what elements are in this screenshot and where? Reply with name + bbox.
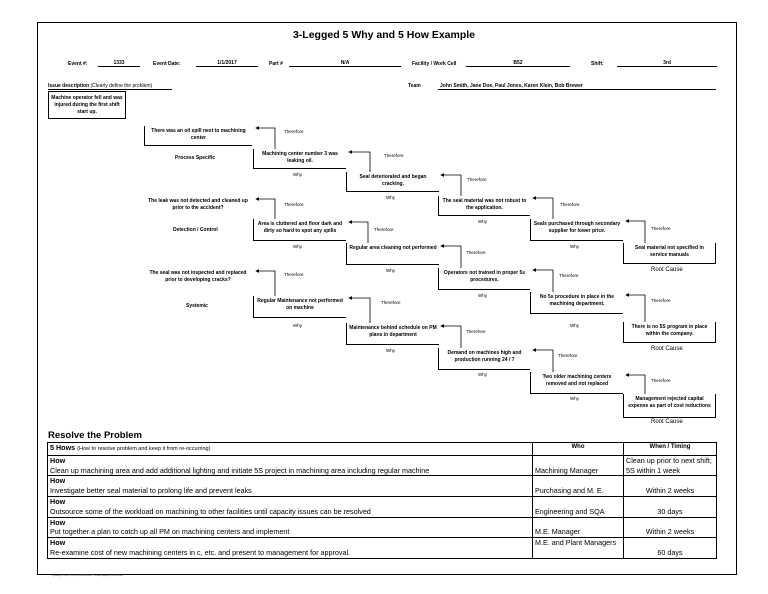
therefore-label: Therefore xyxy=(558,353,578,358)
issue-description-label: Issue description (Clearly define the pr… xyxy=(48,83,153,89)
why-detection-6: There is no 5S program in place within t… xyxy=(623,322,716,343)
why-detection-1: The leak was not detected and cleaned up… xyxy=(144,196,252,216)
why-detection-2: Area is cluttered and floor dark and dir… xyxy=(253,219,346,241)
why-label: Why xyxy=(478,372,487,377)
team-label: Team xyxy=(408,83,421,89)
why-label: Why xyxy=(386,348,395,353)
why-label: Why xyxy=(293,244,302,249)
shift-value: 3rd xyxy=(617,60,717,67)
why-process-1: There was an oil spill next to machining… xyxy=(144,126,252,146)
facility-label: Facility / Work Cell xyxy=(412,61,457,67)
when-cell: 60 days xyxy=(623,537,717,559)
therefore-label: Therefore xyxy=(384,153,404,158)
who-header: Who xyxy=(532,442,624,456)
event-date-label: Event Date: xyxy=(153,61,181,67)
hows-header: 5 Hows (How to resolve problem and keep … xyxy=(47,442,533,456)
therefore-label: Therefore xyxy=(381,300,401,305)
why-process-6: Seal material not specified in service m… xyxy=(623,243,716,264)
therefore-label: Therefore xyxy=(467,177,487,182)
document-frame xyxy=(37,22,737,575)
therefore-label: Therefore xyxy=(374,227,394,232)
who-cell: M.E. and Plant Managers xyxy=(532,537,624,559)
why-systemic-2: Regular Maintenance not performed on mac… xyxy=(253,296,346,318)
why-systemic-1: The seal was not inspected and replaced … xyxy=(144,268,252,288)
why-systemic-5: Two older machining centers removed and … xyxy=(530,372,623,394)
why-systemic-6: Management rejected capital expense as p… xyxy=(623,394,716,418)
why-detection-4: Operators not trained in proper 5s proce… xyxy=(438,268,530,290)
why-systemic-3: Maintenance behind schedule on PM plans … xyxy=(346,323,439,345)
when-cell: 30 days xyxy=(623,495,717,518)
why-process-4: The seal material was not robust to the … xyxy=(438,196,530,216)
why-detection-3: Regular area cleaning not performed xyxy=(346,243,439,265)
who-cell: Purchasing and M. E. xyxy=(532,475,624,497)
resolve-section-title: Resolve the Problem xyxy=(48,430,142,441)
when-cell: Within 2 weeks xyxy=(623,475,717,497)
event-number-value: 1333 xyxy=(98,60,140,67)
therefore-label: Therefore xyxy=(284,202,304,207)
when-cell: Within 2 weeks xyxy=(623,516,717,539)
footer-text: Quality-One (1-248) 280-4800 / www.quali… xyxy=(52,573,123,577)
five-hows-table: 5 Hows (How to resolve problem and keep … xyxy=(47,442,717,559)
why-label: Why xyxy=(293,172,302,177)
why-label: Why xyxy=(478,293,487,298)
why-process-3: Seal deteriorated and began cracking. xyxy=(346,172,439,192)
shift-label: Shift: xyxy=(591,61,604,67)
therefore-label: Therefore xyxy=(284,129,304,134)
why-process-2: Machining center number 3 was leaking oi… xyxy=(253,149,346,169)
why-detection-5: No 5s procedure in place in the machinin… xyxy=(530,292,623,314)
why-label: Why xyxy=(570,244,579,249)
root-cause-label: Root Cause xyxy=(651,419,683,425)
facility-value: B52 xyxy=(466,60,570,67)
why-label: Why xyxy=(570,396,579,401)
team-members: John Smith, Jane Doe, Paul Jones, Karen … xyxy=(440,83,583,89)
category-process-specific: Process Specific xyxy=(175,155,216,161)
who-cell: Machining Manager xyxy=(532,454,624,477)
why-label: Why xyxy=(386,268,395,273)
why-process-5: Seals purchased through secondary suppli… xyxy=(530,219,623,241)
table-header-row: 5 Hows (How to resolve problem and keep … xyxy=(47,442,717,456)
therefore-label: Therefore xyxy=(651,226,671,231)
therefore-label: Therefore xyxy=(559,273,579,278)
therefore-label: Therefore xyxy=(466,329,486,334)
when-header: When / Timing xyxy=(623,442,717,456)
page-title: 3-Legged 5 Why and 5 How Example xyxy=(292,29,476,41)
part-label: Part # xyxy=(269,61,283,67)
why-label: Why xyxy=(386,195,395,200)
who-cell: M.E. Manager xyxy=(532,516,624,539)
category-systemic: Systemic xyxy=(186,303,208,309)
therefore-label: Therefore xyxy=(466,250,486,255)
part-value: N/A xyxy=(289,60,401,67)
event-date-value: 1/1/2017 xyxy=(196,60,258,67)
therefore-label: Therefore xyxy=(560,202,580,207)
why-label: Why xyxy=(570,323,579,328)
why-label: Why xyxy=(293,323,302,328)
who-cell: Engineering and SQA xyxy=(532,495,624,518)
why-label: Why xyxy=(478,219,487,224)
root-cause-label: Root Cause xyxy=(651,267,683,273)
therefore-label: Therefore xyxy=(284,272,304,277)
event-number-label: Event #: xyxy=(68,61,88,67)
therefore-label: Therefore xyxy=(651,378,671,383)
root-cause-label: Root Cause xyxy=(651,346,683,352)
category-detection-control: Detection / Control xyxy=(173,227,218,233)
why-systemic-4: Demand on machines high and production r… xyxy=(438,348,530,370)
therefore-label: Therefore xyxy=(651,298,671,303)
when-cell: Clean up prior to next shift, 5S within … xyxy=(623,454,717,477)
issue-description-box: Machine operator fell and was injured du… xyxy=(48,91,126,119)
